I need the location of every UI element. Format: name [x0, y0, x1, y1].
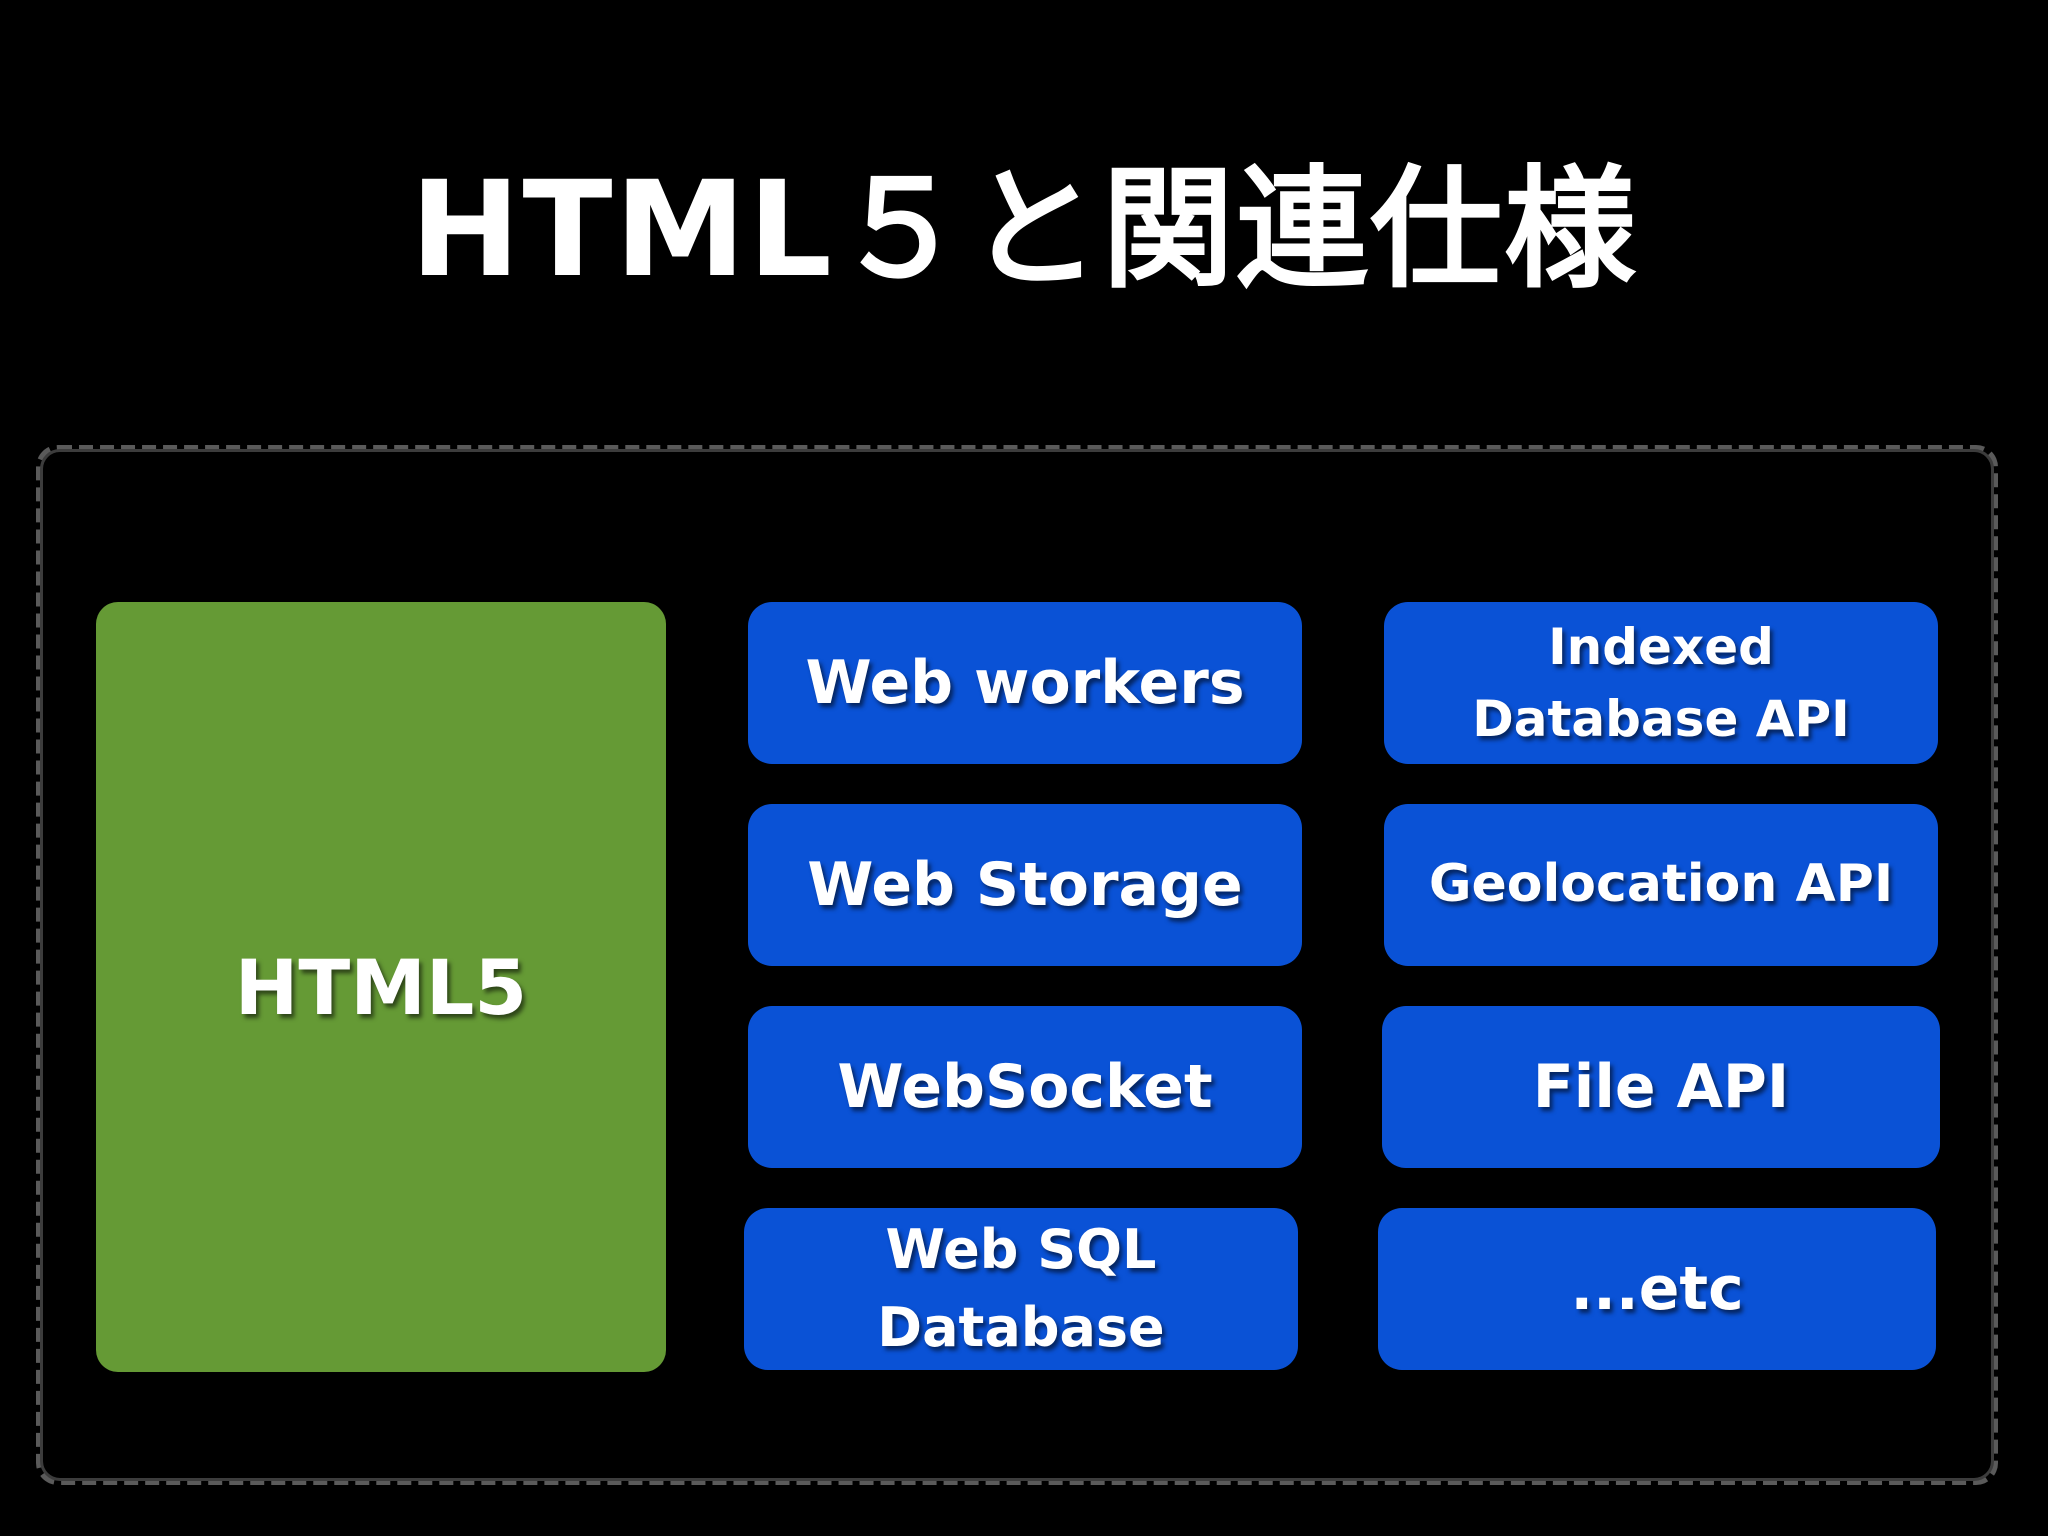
slide-title: HTML５と関連仕様	[410, 153, 1638, 307]
spec-label: Web Storage	[807, 850, 1243, 920]
spec-label: Web SQL Database	[877, 1217, 1165, 1359]
spec-box-etc: ...etc	[1378, 1208, 1936, 1370]
spec-label: Web workers	[805, 648, 1245, 718]
spec-label: ...etc	[1570, 1254, 1744, 1324]
html5-label: HTML5	[234, 942, 528, 1032]
spec-group-frame	[36, 445, 1998, 1485]
spec-box-web-sql-database: Web SQL Database	[744, 1208, 1298, 1370]
spec-label: File API	[1532, 1052, 1790, 1122]
spec-label: Geolocation API	[1428, 854, 1894, 915]
spec-box-websocket: WebSocket	[748, 1006, 1302, 1168]
spec-label: Indexed Database API	[1472, 617, 1850, 749]
spec-box-indexed-database-api: Indexed Database API	[1384, 602, 1938, 764]
spec-box-web-workers: Web workers	[748, 602, 1302, 764]
spec-box-geolocation-api: Geolocation API	[1384, 804, 1938, 966]
spec-box-web-storage: Web Storage	[748, 804, 1302, 966]
spec-box-file-api: File API	[1382, 1006, 1940, 1168]
html5-block: HTML5	[96, 602, 666, 1372]
spec-group-frame-inner	[40, 449, 1994, 1481]
spec-label: WebSocket	[837, 1052, 1213, 1122]
